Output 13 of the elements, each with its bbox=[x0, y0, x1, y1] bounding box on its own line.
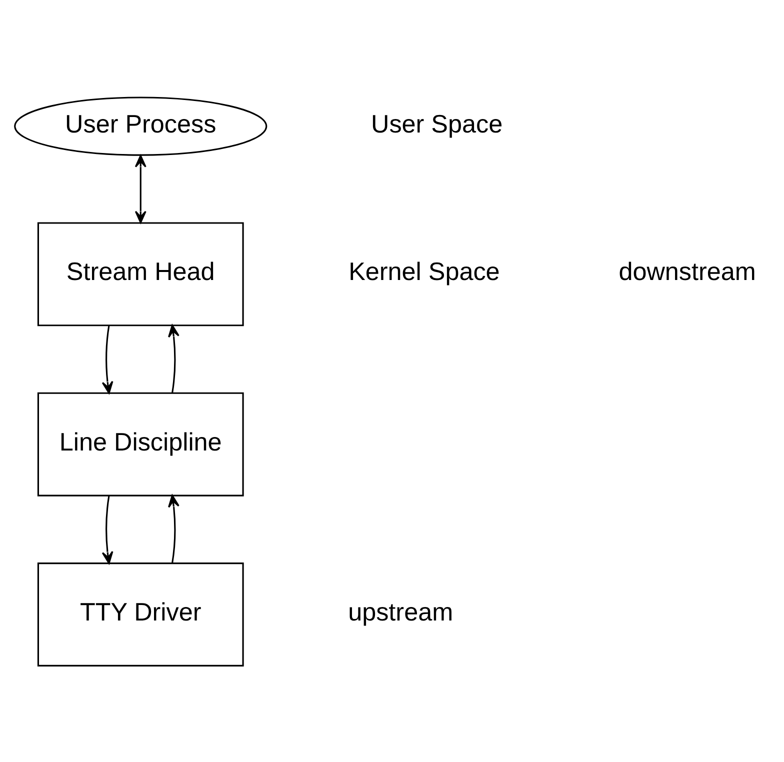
label: upstream bbox=[348, 598, 454, 626]
node-box: Stream Head bbox=[37, 222, 244, 326]
arrow bbox=[102, 324, 114, 394]
arrow bbox=[168, 494, 180, 563]
label: Kernel Space bbox=[348, 258, 500, 286]
node-ellipse: User Process bbox=[14, 96, 268, 156]
label: downstream bbox=[618, 258, 756, 286]
arrow bbox=[102, 494, 114, 564]
arrow bbox=[134, 154, 146, 223]
label: User Space bbox=[371, 110, 503, 138]
node-box: Line Discipline bbox=[37, 392, 244, 496]
node-box: TTY Driver bbox=[37, 562, 244, 666]
arrow bbox=[168, 324, 180, 393]
